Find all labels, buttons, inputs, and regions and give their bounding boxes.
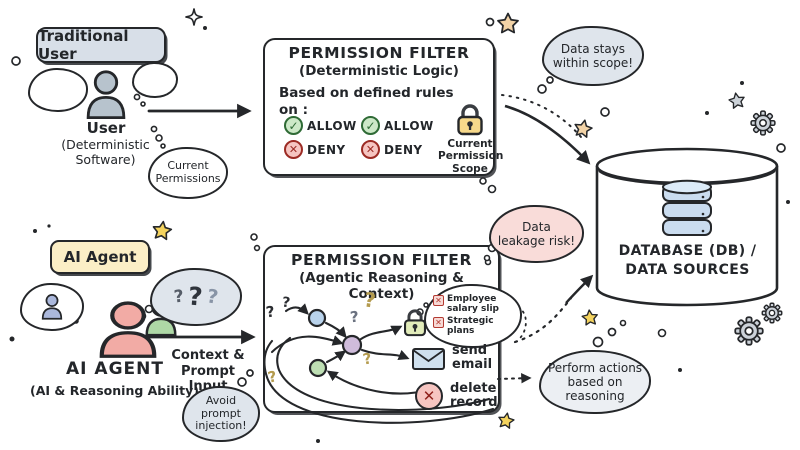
- blocked-item-text: Strategic plans: [447, 316, 494, 336]
- cross-glyph: ✕: [435, 296, 442, 305]
- user-subtitle: (Deterministic Software): [61, 137, 150, 167]
- cross-glyph: ✕: [288, 143, 299, 156]
- user-name: User: [86, 119, 126, 137]
- avoid-injection-cloud: Avoid prompt injection!: [182, 386, 260, 442]
- data-stays-cloud: Data stays within scope!: [542, 26, 644, 86]
- database-label-line2: DATA SOURCES: [625, 262, 750, 278]
- arrow-filter1-to-db: [501, 94, 591, 165]
- filter1-title: PERMISSION FILTER: [288, 44, 470, 62]
- filter1-subtitle: (Deterministic Logic): [299, 63, 459, 79]
- person-icon-blue: [41, 294, 63, 320]
- delete-record-label: delete record: [450, 381, 498, 411]
- question-mark: ?: [349, 307, 360, 327]
- blocked-cross-icon: ✕: [433, 317, 444, 328]
- question-cloud: ? ? ?: [150, 268, 242, 326]
- db-stack-icon: [662, 179, 712, 236]
- email-envelope-icon: [412, 348, 445, 370]
- deny-label: DENY: [307, 143, 346, 157]
- check-glyph: ✓: [365, 118, 376, 133]
- ai-agent-subtitle: (AI & Reasoning Ability): [30, 383, 199, 398]
- gear-icon: [734, 316, 764, 346]
- user-person-icon: [86, 70, 126, 120]
- database-label-line1: DATABASE (DB) /: [618, 243, 757, 259]
- deny-cross-icon: ✕: [361, 140, 380, 159]
- thought-bubble: [20, 283, 84, 331]
- blocked-items-bubble: ✕ Employee salary slip ✕ Strategic plans: [424, 284, 522, 348]
- blocked-cross-icon: ✕: [433, 295, 444, 307]
- lock-icon: [457, 104, 483, 136]
- cross-glyph: ✕: [435, 317, 442, 327]
- allow-label: ALLOW: [307, 119, 357, 133]
- sparkle-icon: [185, 8, 203, 26]
- question-mark: ?: [187, 281, 204, 312]
- ai-agent-label: AI Agent: [50, 240, 150, 274]
- arrow-filter2-to-db: [511, 274, 594, 344]
- allow-check-icon: ✓: [361, 116, 380, 135]
- filter2-subtitle: (Agentic Reasoning & Context): [299, 270, 464, 302]
- check-glyph: ✓: [288, 118, 299, 133]
- traditional-user-label: Traditional User: [36, 27, 166, 63]
- perform-actions-cloud: Perform actions based on reasoning: [539, 350, 651, 414]
- ai-agent-name: AI AGENT: [66, 359, 164, 379]
- ai-agent-label-text: AI Agent: [63, 248, 137, 266]
- cross-glyph: ✕: [365, 143, 376, 156]
- arrow-to-outcome-cloud: [497, 373, 532, 384]
- traditional-user-label-text: Traditional User: [38, 27, 129, 63]
- question-mark: ?: [173, 286, 186, 308]
- blocked-item-text: Employee salary slip: [447, 294, 499, 315]
- filter1-rules-line1: Based on defined rules: [279, 85, 454, 101]
- thought-bubble: [132, 62, 178, 98]
- lock-icon-green: [403, 309, 427, 337]
- scope-caption: Current Permission Scope: [438, 138, 504, 175]
- thought-bubble: [28, 68, 88, 112]
- deny-cross-icon: ✕: [284, 140, 303, 159]
- cross-glyph: ✕: [422, 387, 436, 405]
- current-permissions-cloud: Current Permissions: [148, 147, 228, 199]
- data-stays-text: Data stays within scope!: [552, 41, 634, 70]
- database-cylinder-shape: [595, 147, 779, 307]
- gear-icon: [761, 302, 783, 324]
- allow-check-icon: ✓: [284, 116, 303, 135]
- send-email-label: send email: [452, 343, 493, 373]
- perform-actions-text: Perform actions based on reasoning: [547, 360, 643, 404]
- current-permissions-text: Current Permissions: [155, 159, 221, 185]
- question-mark: ?: [281, 294, 291, 312]
- gear-icon: [750, 110, 776, 136]
- filter2-title: PERMISSION FILTER: [291, 251, 472, 269]
- data-leakage-cloud: Data leakage risk!: [489, 205, 584, 263]
- data-leakage-text: Data leakage risk!: [497, 219, 576, 248]
- question-mark: ?: [205, 285, 220, 309]
- context-prompt-caption: Context & Prompt Input: [171, 348, 245, 394]
- delete-record-icon: ✕: [415, 382, 443, 410]
- allow-label: ALLOW: [384, 119, 434, 133]
- filter1-rules-line2: on :: [279, 102, 308, 118]
- avoid-injection-text: Avoid prompt injection!: [195, 393, 247, 433]
- deny-label: DENY: [384, 143, 423, 157]
